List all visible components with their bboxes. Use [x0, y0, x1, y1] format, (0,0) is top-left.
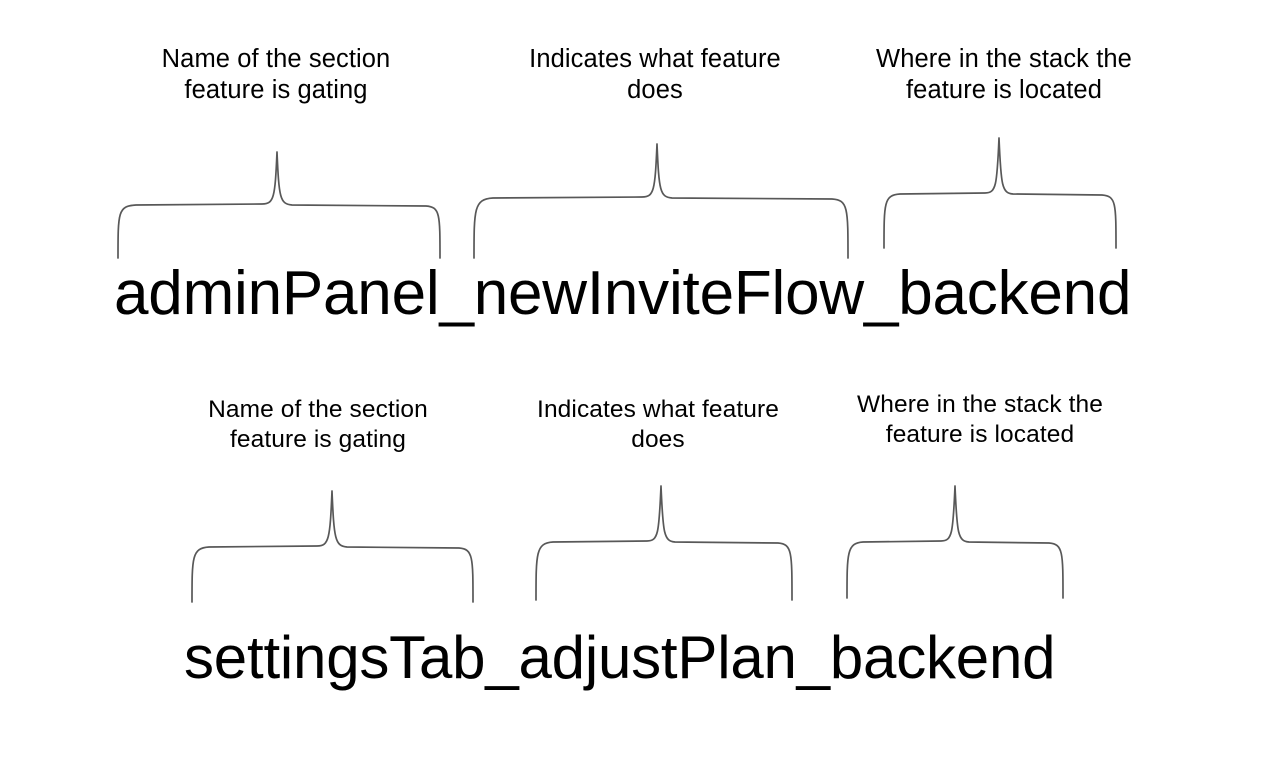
- caption-row2-segment1: Name of the section feature is gating: [208, 396, 428, 453]
- feature-flag-name-row1: adminPanel_newInviteFlow_backend: [114, 259, 1132, 328]
- caption-row1-segment1: Name of the section feature is gating: [161, 45, 391, 105]
- brace-row2-segment2: [535, 485, 793, 601]
- brace-row1-segment3: [883, 137, 1117, 249]
- caption-row2-segment3: Where in the stack the feature is locate…: [857, 391, 1103, 448]
- brace-row2-segment1: [191, 490, 474, 603]
- caption-row2-segment2: Indicates what feature does: [537, 396, 779, 453]
- brace-row1-segment1: [117, 151, 441, 259]
- brace-row2-segment3: [846, 485, 1064, 599]
- caption-row1-segment2: Indicates what feature does: [529, 45, 781, 105]
- caption-row1-segment3: Where in the stack the feature is locate…: [876, 45, 1132, 105]
- brace-row1-segment2: [473, 143, 849, 259]
- feature-flag-name-row2: settingsTab_adjustPlan_backend: [184, 624, 1056, 691]
